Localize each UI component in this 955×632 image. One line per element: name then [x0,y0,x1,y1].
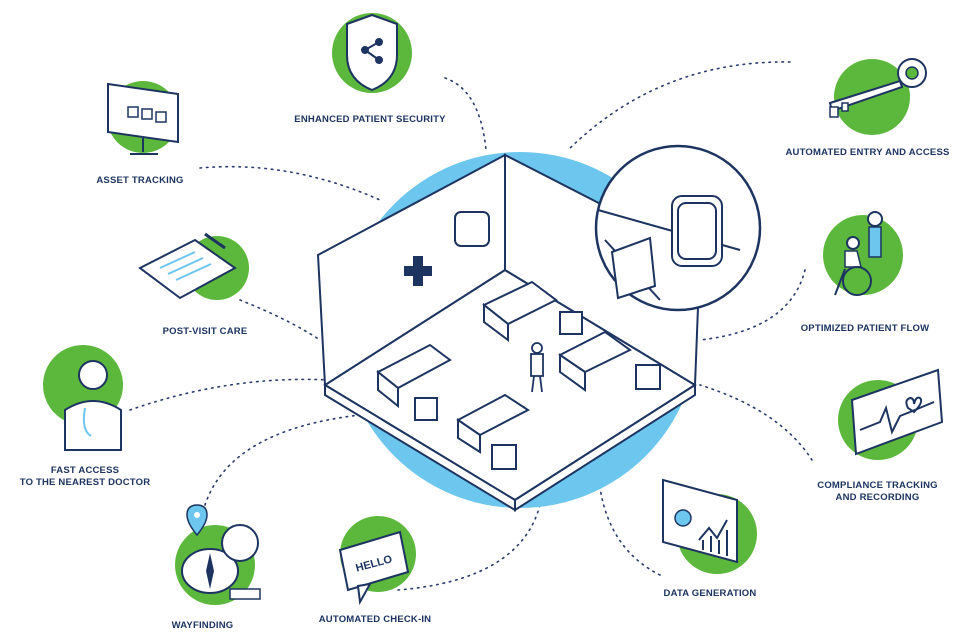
feature-automated-check-in: HELLO AUTOMATED CHECK-IN [310,510,440,631]
feature-fast-access-doctor: FAST ACCESS TO THE NEAREST DOCTOR [15,340,155,490]
doctor-figure [530,342,544,393]
feature-enhanced-patient-security: ENHANCED PATIENT SECURITY [290,10,450,130]
feature-asset-tracking: ASSET TRACKING [80,72,200,192]
beds [376,280,661,470]
shield-network-icon [332,13,412,93]
feature-automated-entry-access: AUTOMATED ENTRY AND ACCESS [780,55,955,165]
key-icon [828,58,927,135]
doctor-icon [43,345,123,451]
medical-cross-icon [404,256,432,286]
presentation-chart-icon [662,478,757,574]
hello-sign-icon: HELLO [338,516,416,606]
feature-label: WAYFINDING [171,620,234,631]
feature-label: ENHANCED PATIENT SECURITY [294,114,446,125]
feature-optimized-patient-flow: OPTIMIZED PATIENT FLOW [790,205,940,335]
feature-label: AUTOMATED ENTRY AND ACCESS [785,147,950,158]
connector-lines [129,61,813,591]
feature-label: COMPLIANCE TRACKING AND RECORDING [817,480,938,503]
compass-pin-icon [175,504,261,605]
feature-label: FAST ACCESS TO THE NEAREST DOCTOR [19,465,151,488]
wall-sensor [454,211,490,247]
wheelchair-icon [823,211,903,296]
feature-compliance-tracking: COMPLIANCE TRACKING AND RECORDING [800,360,955,510]
feature-wayfinding: WAYFINDING [150,504,290,631]
heartbeat-monitor-icon [838,368,944,460]
feature-label: ASSET TRACKING [96,175,184,186]
clipboard-icon [138,232,249,300]
feature-label: DATA GENERATION [663,588,757,599]
feature-label: AUTOMATED CHECK-IN [318,614,432,625]
monitor-boxes-icon [107,81,179,155]
feature-data-generation: DATA GENERATION [655,470,785,605]
feature-label: POST-VISIT CARE [162,326,248,337]
feature-label: OPTIMIZED PATIENT FLOW [800,323,930,334]
feature-post-visit-care: POST-VISIT CARE [135,228,265,343]
